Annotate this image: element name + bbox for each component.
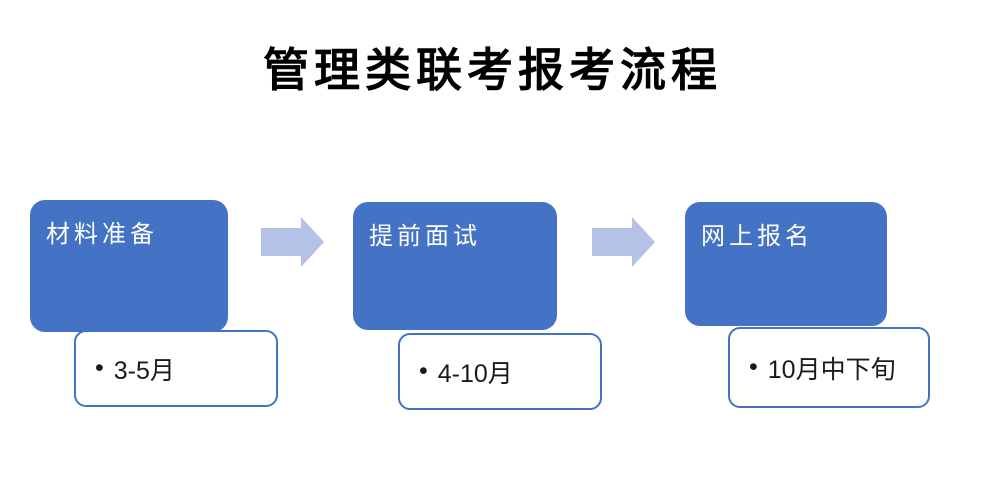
step-box-interview: 提前面试: [353, 202, 557, 330]
step-label: 网上报名: [701, 223, 813, 250]
step-detail-box-materials: • 3-5月: [74, 330, 278, 407]
step-label: 提前面试: [369, 223, 481, 250]
bullet-icon: •: [419, 357, 428, 385]
step-detail-box-registration: • 10月中下旬: [728, 327, 930, 408]
page-title: 管理类联考报考流程: [263, 43, 722, 97]
step-box-materials: 材料准备: [30, 200, 228, 332]
arrow-right-icon: [592, 217, 655, 267]
arrow-right-icon: [261, 217, 324, 267]
step-label: 材料准备: [46, 221, 158, 248]
step-detail-box-interview: • 4-10月: [398, 333, 602, 410]
step-box-registration: 网上报名: [685, 202, 887, 326]
step-detail-text: 10月中下旬: [767, 355, 896, 384]
step-detail-text: 4-10月: [437, 359, 513, 388]
bullet-icon: •: [95, 354, 104, 382]
bullet-icon: •: [749, 353, 758, 381]
step-detail-text: 3-5月: [113, 356, 175, 385]
